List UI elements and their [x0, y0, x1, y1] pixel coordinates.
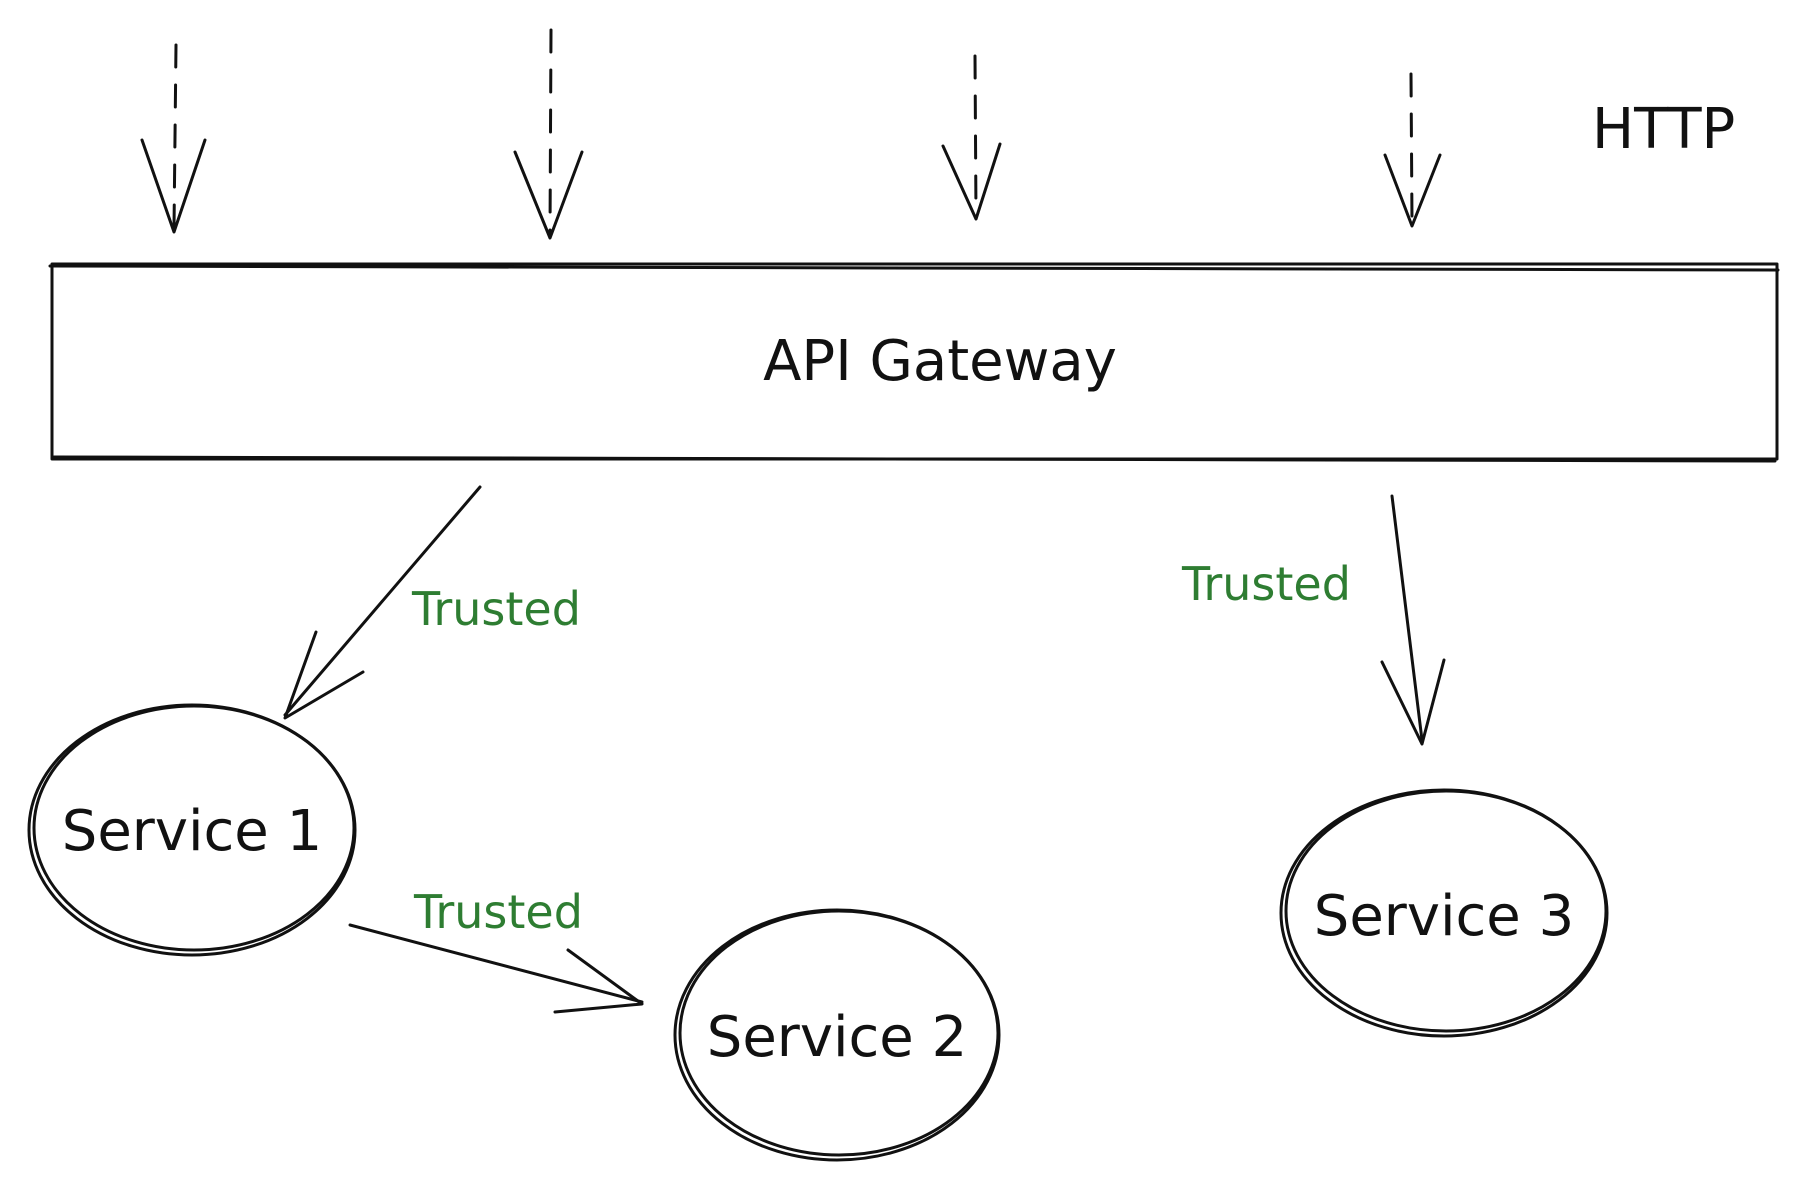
edge-service1-service2: Trusted [348, 885, 644, 1014]
http-arrow-3 [941, 54, 1002, 221]
service-label: Service 2 [707, 1005, 967, 1070]
edge-label-trusted: Trusted [1181, 557, 1351, 611]
service-node-1: Service 1 [27, 703, 357, 957]
service-node-2: Service 2 [673, 908, 1001, 1162]
http-incoming-arrows [140, 28, 1442, 240]
http-arrow-2 [513, 28, 584, 240]
edge-gateway-service3: Trusted [1181, 494, 1446, 746]
edge-gateway-service1: Trusted [283, 485, 581, 720]
edge-label-trusted: Trusted [413, 885, 583, 939]
http-label: HTTP [1592, 97, 1735, 162]
service-node-3: Service 3 [1279, 788, 1609, 1038]
http-arrow-4 [1383, 72, 1442, 228]
service-label: Service 3 [1314, 884, 1574, 949]
http-arrow-1 [140, 43, 207, 234]
api-gateway: API Gateway [48, 262, 1780, 463]
edge-label-trusted: Trusted [411, 582, 581, 636]
service-label: Service 1 [62, 799, 322, 864]
api-gateway-label: API Gateway [763, 329, 1117, 394]
